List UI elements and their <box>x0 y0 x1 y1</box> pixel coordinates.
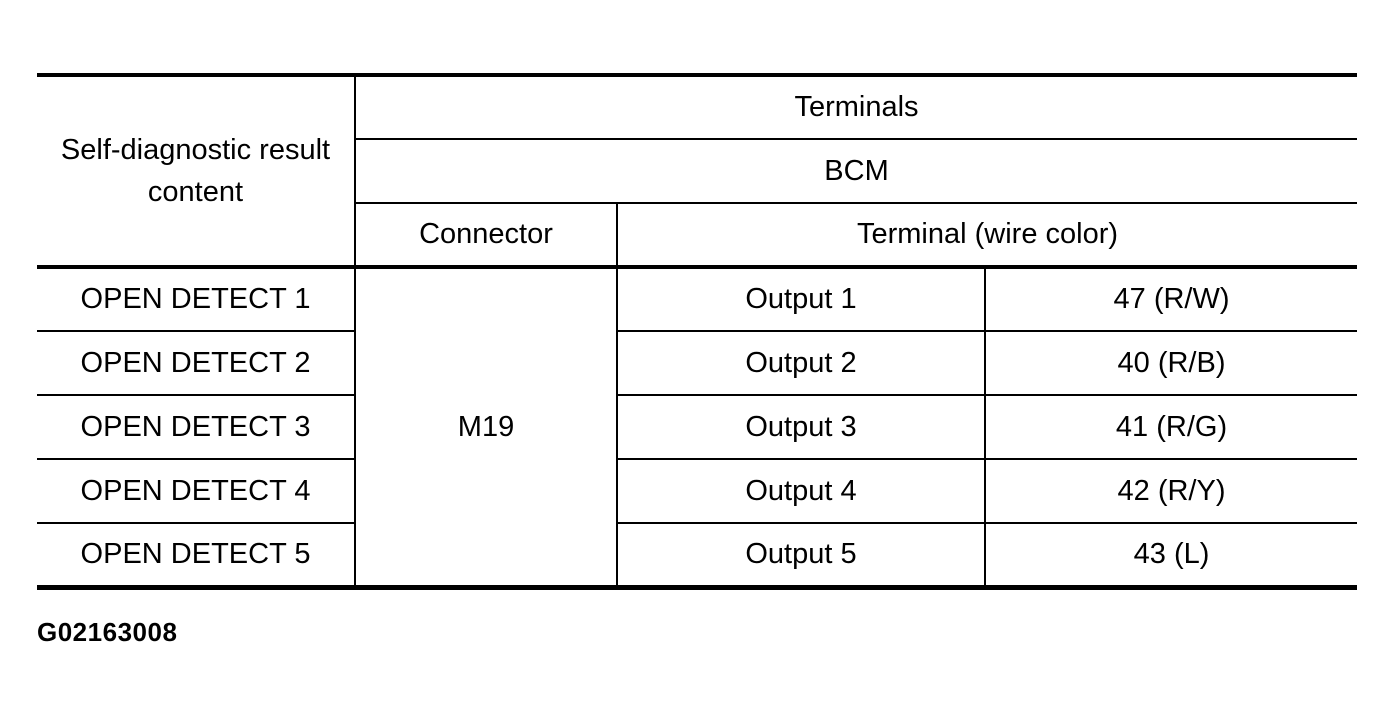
header-cell-bcm: BCM <box>353 138 1358 204</box>
header-cell-terminals: Terminals <box>353 73 1358 140</box>
header-row-connector-terminal: Connector Terminal (wire color) <box>37 202 1358 268</box>
cell-output: Output 1 <box>616 265 986 332</box>
header-cell-result-content: Self-diagnostic result content <box>37 73 356 268</box>
table-row: OPEN DETECT 5 Output 5 43 (L) <box>37 522 1358 590</box>
header-row-bcm: BCM <box>37 138 1358 204</box>
table-row: OPEN DETECT 1 M19 Output 1 47 (R/W) <box>37 265 1358 590</box>
cell-output: Output 3 <box>616 394 986 460</box>
table-row: OPEN DETECT 4 Output 4 42 (R/Y) <box>37 458 1358 524</box>
cell-terminal: 41 (R/G) <box>983 394 1358 460</box>
cell-output: Output 5 <box>616 522 986 590</box>
cell-result-content: OPEN DETECT 4 <box>37 458 356 524</box>
table-row: OPEN DETECT 3 Output 3 41 (R/G) <box>37 394 1358 460</box>
cell-connector-value: M19 <box>354 265 618 590</box>
cell-terminal: 43 (L) <box>983 522 1358 590</box>
header-cell-terminal-wire-color: Terminal (wire color) <box>615 202 1358 268</box>
self-diagnostic-terminals-table: Self-diagnostic result content Terminals… <box>37 73 1358 590</box>
cell-result-content: OPEN DETECT 2 <box>37 330 356 396</box>
table-row: OPEN DETECT 2 Output 2 40 (R/B) <box>37 330 1358 396</box>
figure-id-label: G02163008 <box>37 617 178 647</box>
cell-terminal: 47 (R/W) <box>983 265 1358 332</box>
cell-output: Output 4 <box>616 458 986 524</box>
header-row-terminals: Self-diagnostic result content Terminals <box>37 73 1358 268</box>
cell-result-content: OPEN DETECT 5 <box>37 522 356 590</box>
cell-terminal: 42 (R/Y) <box>983 458 1358 524</box>
cell-result-content: OPEN DETECT 1 <box>37 265 356 332</box>
cell-output: Output 2 <box>616 330 986 396</box>
cell-result-content: OPEN DETECT 3 <box>37 394 356 460</box>
header-cell-connector: Connector <box>354 202 618 268</box>
cell-terminal: 40 (R/B) <box>983 330 1358 396</box>
